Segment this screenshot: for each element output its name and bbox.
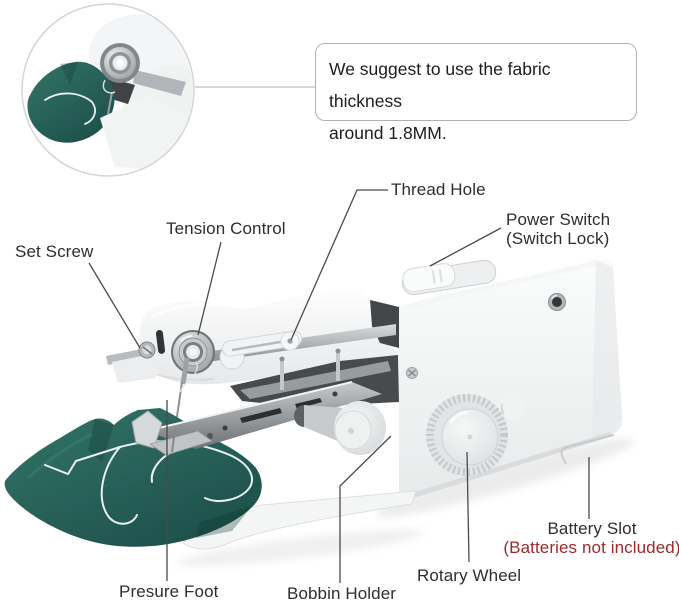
label-bobbin-holder: Bobbin Holder [287,584,397,602]
label-thread-hole: Thread Hole [391,180,486,199]
label-tension-control: Tension Control [166,219,286,238]
thread-guide-bar [219,330,303,370]
leader-rotary-wheel [466,451,470,563]
rotary-wheel [426,394,508,476]
bobbin-knob [294,401,386,455]
power-switch [401,259,497,296]
inset-photo [21,3,316,177]
label-battery-slot-note: (Batteries not included) [503,538,679,557]
note-box: We suggest to use the fabric thickness a… [315,43,637,143]
label-battery-slot: Battery Slot (Batteries not included) [503,519,679,557]
label-set-screw: Set Screw [15,242,94,261]
side-button [500,394,526,420]
body-shadow [375,438,635,518]
base-shadow [175,529,425,567]
body-screw [406,367,418,379]
note-line-1: We suggest to use the fabric thickness [329,59,551,111]
label-presser-foot: Presure Foot [119,582,219,601]
leader-power-switch [429,227,502,267]
leader-set-screw [88,262,141,349]
leader-lines [88,189,590,583]
leader-thread-hole [290,189,388,341]
label-rotary-wheel: Rotary Wheel [417,566,522,585]
leader-bobbin-holder [339,435,392,583]
label-power-switch: Power Switch (Switch Lock) [506,210,610,248]
presser-foot [131,410,213,456]
leader-tension-control [197,241,222,336]
power-jack [548,293,566,311]
note-line-2: around 1.8MM. [329,123,447,143]
label-battery-slot-line1: Battery Slot [547,519,637,538]
label-power-switch-line1: Power Switch [506,210,611,229]
set-screw [106,330,166,383]
tension-dial [171,330,215,374]
battery-slot-outline [560,434,615,465]
label-power-switch-line2: (Switch Lock) [506,229,610,248]
